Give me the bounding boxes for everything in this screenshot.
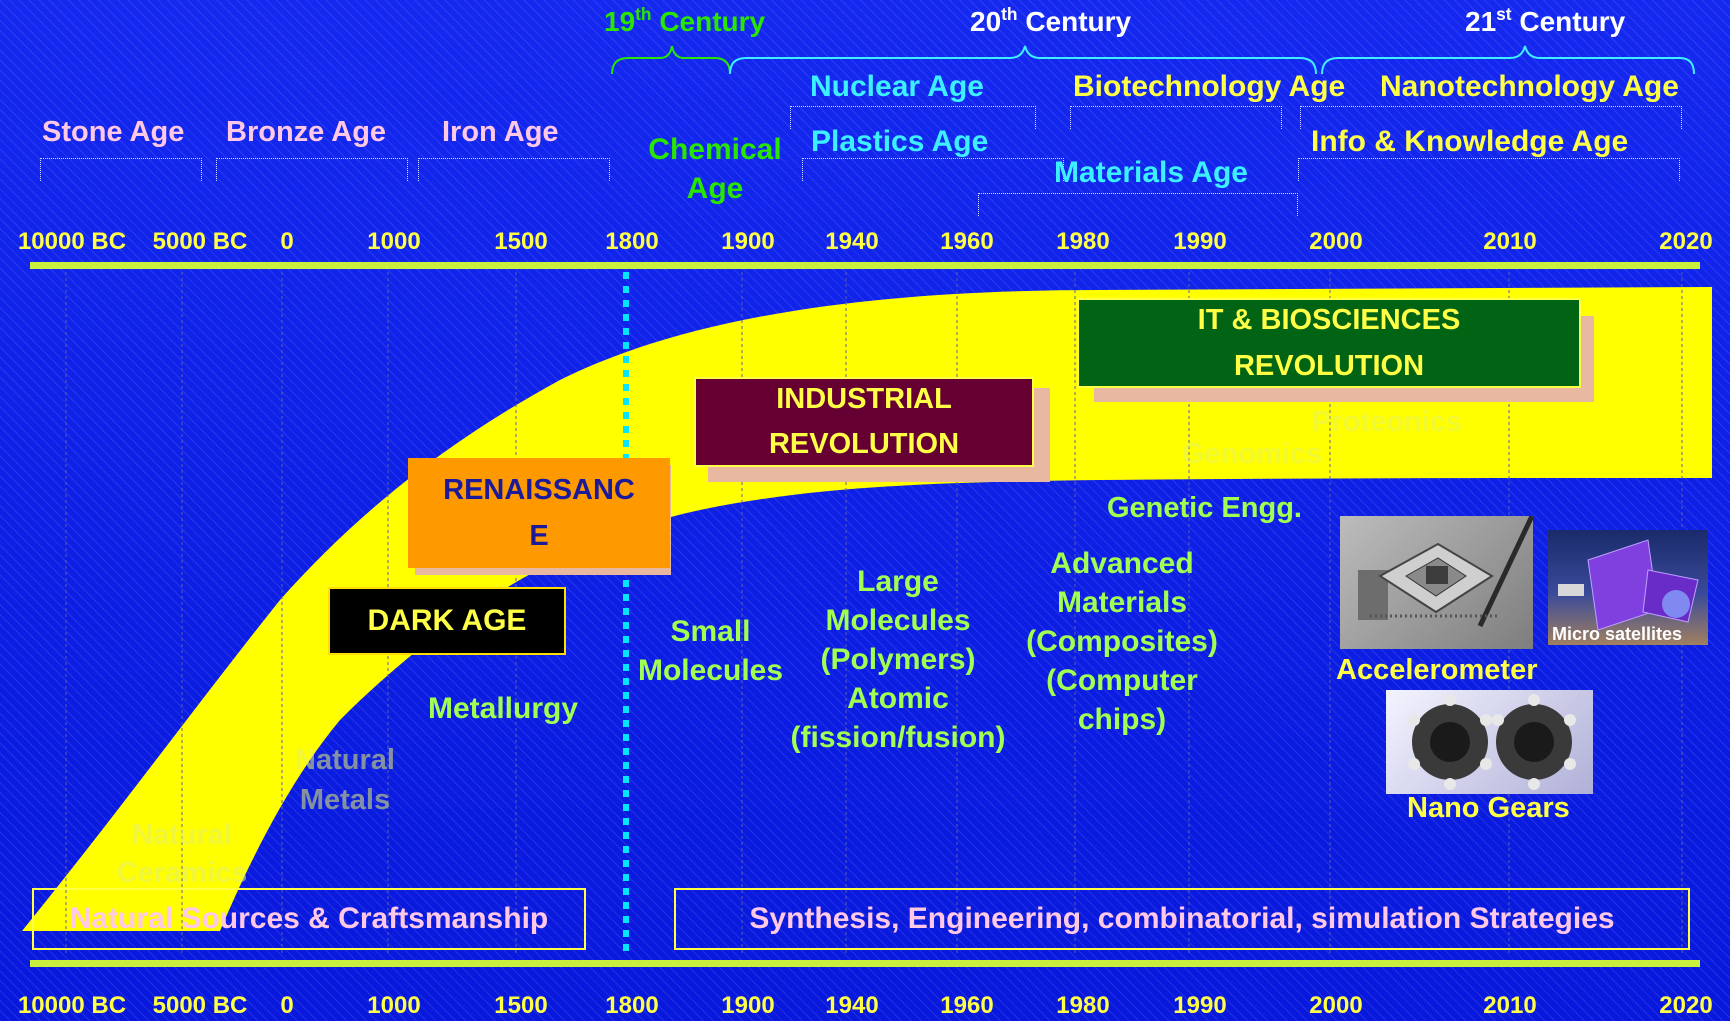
- bronze-age-bracket: [216, 158, 408, 181]
- progress-band: [22, 287, 1712, 931]
- tick-label: 1980: [1056, 992, 1110, 1019]
- chip-graphic: [1358, 516, 1533, 628]
- metallurgy-label: Metallurgy: [428, 692, 579, 725]
- satellite-graphic: [1558, 539, 1699, 631]
- nanotechnology-age-bracket: [1300, 106, 1682, 129]
- tick-label: 1940: [825, 228, 879, 255]
- plastics-age-label: Plastics Age: [811, 125, 989, 158]
- natural-sources-box: Natural Sources & Craftsmanship: [32, 888, 586, 950]
- tick-label: 0: [280, 992, 294, 1019]
- micro-satellites-caption: Micro satellites: [1552, 624, 1683, 644]
- proteonics-label: Proteonics: [1312, 406, 1462, 438]
- tick-label: 1900: [721, 228, 775, 255]
- top-axis-line: [30, 262, 1700, 269]
- tick-label: 5000 BC: [152, 228, 248, 255]
- century-21-label: 21st Century: [1465, 4, 1626, 37]
- tick-label: 1500: [494, 992, 548, 1019]
- tick-label: 1800: [605, 992, 659, 1019]
- micro-satellite-image: Micro satellites: [1548, 530, 1708, 645]
- brace-21st: [1321, 45, 1695, 75]
- nuclear-age-label: Nuclear Age: [810, 70, 984, 103]
- materials-age-label: Materials Age: [1054, 156, 1248, 189]
- biotechnology-age-bracket: [1070, 106, 1282, 129]
- tick-label: 1800: [605, 228, 659, 255]
- tick-label: 10000 BC: [17, 228, 127, 255]
- tick-label: 1500: [494, 228, 548, 255]
- genomics-label: Genomics: [1182, 438, 1323, 470]
- iron-age-label: Iron Age: [442, 116, 559, 148]
- tick-label: 5000 BC: [152, 992, 248, 1019]
- tick-label: 2020: [1659, 992, 1713, 1019]
- info-knowledge-age-bracket: [1298, 158, 1680, 181]
- nuclear-age-bracket: [790, 106, 1036, 129]
- genetic-engg-label: Genetic Engg.: [1107, 492, 1302, 524]
- century-19-label: 19th Century: [604, 4, 766, 37]
- info-knowledge-age-label: Info & Knowledge Age: [1311, 125, 1629, 158]
- stone-age-bracket: [40, 158, 202, 181]
- stone-age-label: Stone Age: [42, 116, 185, 148]
- tick-label: 10000 BC: [17, 992, 127, 1019]
- accelerometer-chip-image: [1340, 516, 1533, 649]
- biotechnology-age-label: Biotechnology Age: [1073, 70, 1346, 103]
- accelerometer-label: Accelerometer: [1336, 654, 1538, 686]
- bottom-axis-line: [30, 960, 1700, 967]
- tick-label: 2000: [1309, 992, 1363, 1019]
- tick-label: 2020: [1659, 228, 1713, 255]
- materials-age-bracket: [978, 193, 1298, 216]
- tick-label: 1990: [1173, 228, 1227, 255]
- century-20-label: 20th Century: [970, 4, 1132, 37]
- tick-label: 1960: [940, 992, 994, 1019]
- bronze-age-label: Bronze Age: [226, 116, 387, 148]
- nano-gears-image: [1386, 690, 1593, 794]
- tick-label: 2010: [1483, 992, 1537, 1019]
- tick-label: 1960: [940, 228, 994, 255]
- gears-graphic: [1408, 694, 1576, 790]
- plastics-age-bracket: [802, 158, 1064, 181]
- tick-label: 1900: [721, 992, 775, 1019]
- tick-label: 1000: [367, 992, 421, 1019]
- synthesis-strategies-box: Synthesis, Engineering, combinatorial, s…: [674, 888, 1690, 950]
- brace-20th: [729, 45, 1317, 75]
- tick-label: 1940: [825, 992, 879, 1019]
- brace-19th: [611, 45, 731, 75]
- iron-age-bracket: [418, 158, 610, 181]
- century-braces: [611, 45, 1695, 75]
- dark-age-box: DARK AGE: [328, 587, 566, 655]
- tick-label: 1980: [1056, 228, 1110, 255]
- tick-label: 1000: [367, 228, 421, 255]
- nanotechnology-age-label: Nanotechnology Age: [1380, 70, 1679, 103]
- tick-label: 1990: [1173, 992, 1227, 1019]
- tick-label: 2010: [1483, 228, 1537, 255]
- nano-gears-label: Nano Gears: [1407, 792, 1570, 824]
- tick-label: 0: [280, 228, 294, 255]
- tick-label: 2000: [1309, 228, 1363, 255]
